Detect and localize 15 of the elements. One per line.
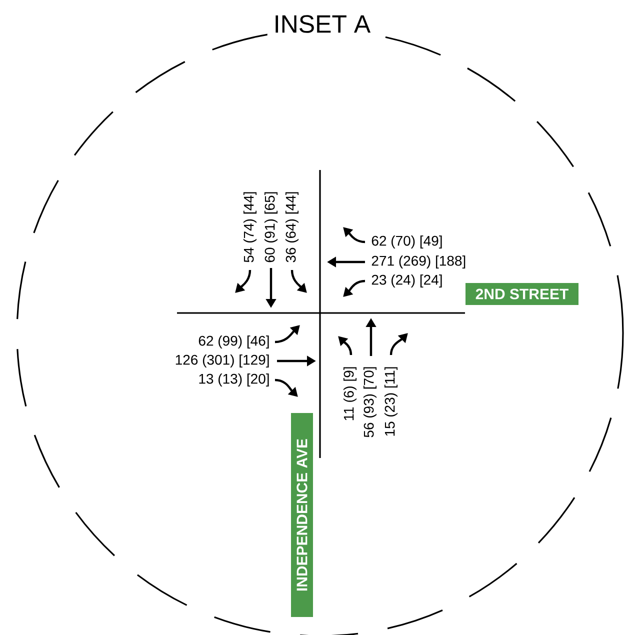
- volume-label: 15 (23) [11]: [384, 367, 398, 436]
- street-sign: 2ND STREET: [466, 283, 578, 305]
- title: INSET A: [267, 9, 377, 39]
- volume-label: 126 (301) [129]: [176, 354, 269, 368]
- volume-label: 36 (64) [44]: [285, 192, 299, 262]
- street-sign: INDEPENDENCE AVE: [291, 413, 313, 617]
- volume-label: 56 (93) [70]: [363, 367, 377, 438]
- volume-label: 62 (99) [46]: [198, 335, 269, 349]
- volume-label: 11 (6) [9]: [343, 367, 357, 420]
- volume-label: 54 (74) [44]: [243, 192, 257, 262]
- volume-label: 271 (269) [188]: [372, 255, 466, 269]
- volume-label: 60 (91) [65]: [264, 192, 278, 262]
- volume-label: 23 (24) [24]: [372, 274, 442, 288]
- volume-label: 62 (70) [49]: [372, 235, 442, 249]
- volume-label: 13 (13) [20]: [199, 373, 269, 387]
